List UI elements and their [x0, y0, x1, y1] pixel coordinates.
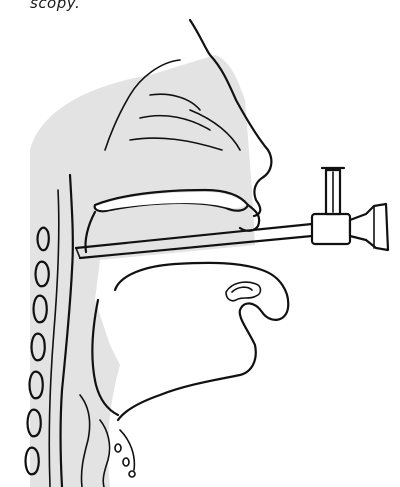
vocal-cord-dot-3 — [129, 471, 135, 477]
vocal-cord-dot-2 — [123, 458, 129, 466]
tongue-outline — [115, 263, 288, 420]
vocal-cord-dot-1 — [115, 444, 121, 452]
mouth-opening — [226, 282, 261, 301]
soft-tissue-shading — [30, 55, 255, 487]
caption-fragment: scopy. — [30, 0, 80, 12]
